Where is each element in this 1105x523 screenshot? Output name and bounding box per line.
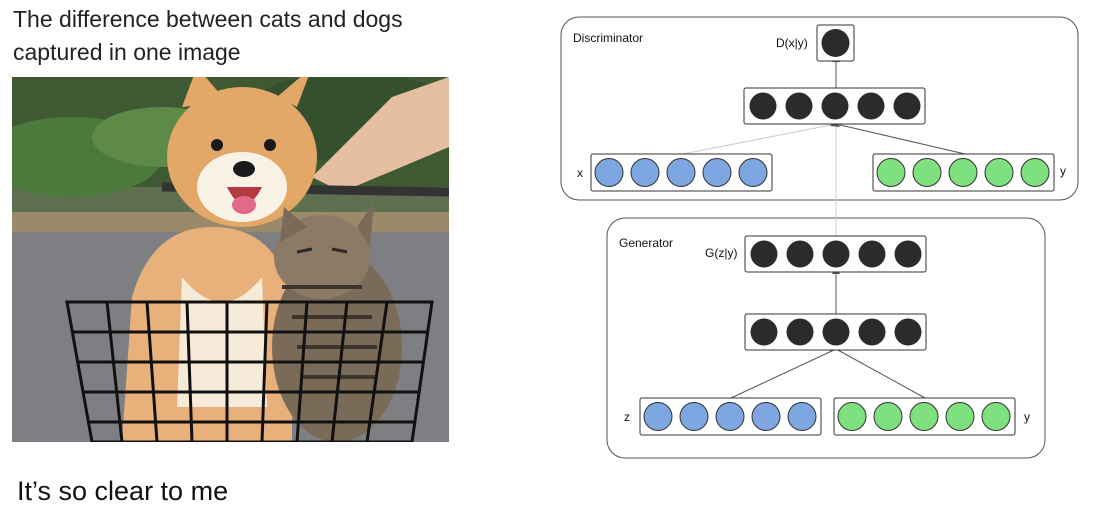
discriminator-label: Discriminator — [573, 31, 643, 45]
z-label: z — [624, 410, 630, 424]
d-y-input-nodes — [876, 158, 1050, 187]
g-y-label: y — [1024, 410, 1030, 424]
d-y-label: y — [1060, 164, 1066, 178]
d-output-node — [821, 29, 850, 57]
z-input-nodes — [643, 402, 817, 431]
y-to-d-hidden-line — [835, 123, 966, 155]
meme-title: The difference between cats and dogs cap… — [13, 6, 403, 65]
generator-label: Generator — [619, 236, 673, 250]
z-to-g-hidden-line — [730, 348, 837, 399]
x-to-d-hidden-line — [682, 123, 837, 155]
dog-and-cat-photo — [12, 77, 449, 442]
g-output-label: G(z|y) — [705, 246, 737, 260]
meme-caption: It’s so clear to me — [17, 476, 229, 506]
y-to-g-hidden-line — [835, 348, 926, 399]
x-label: x — [577, 166, 583, 180]
g-output-nodes — [750, 240, 922, 268]
d-hidden-nodes — [749, 92, 921, 120]
x-input-nodes — [594, 158, 768, 187]
g-y-input-nodes — [837, 402, 1011, 431]
g-hidden-nodes — [750, 318, 922, 346]
d-output-label: D(x|y) — [776, 36, 808, 50]
